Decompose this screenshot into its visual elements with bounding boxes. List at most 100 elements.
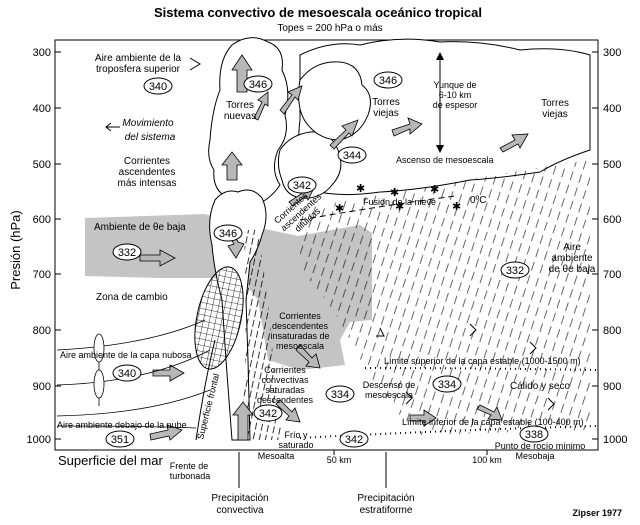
label-capa-nubosa: Aire ambiente de la capa nubosa <box>60 350 192 360</box>
tick-label-right: 500 <box>603 159 621 171</box>
theta-label: 344 <box>343 150 361 162</box>
surface-label: Superficie del mar <box>58 453 163 468</box>
svg-text:✱: ✱ <box>356 183 365 195</box>
label-corrientes-desc: mesoescala <box>276 341 324 351</box>
tick-label-left: 1000 <box>27 434 51 446</box>
diagram-title: Sistema convectivo de mesoescala oceánic… <box>154 5 482 20</box>
label-limite-inferior: Límite inferior de la capa estable (100-… <box>402 417 584 427</box>
label-frente: turbonada <box>170 471 211 481</box>
theta-label: 334 <box>438 379 456 391</box>
theta-label: 342 <box>345 434 363 446</box>
label-aire-theta: ambiente <box>551 253 593 264</box>
tick-100km: 100 km <box>472 455 502 465</box>
label-corrientes-conv: convectivas <box>261 375 309 385</box>
label-corrientes-desc: Corrientes <box>279 311 321 321</box>
label-corrientes-conv: saturadas <box>265 385 305 395</box>
theta-label: 351 <box>111 434 129 446</box>
label-limite-superior: Límite superior de la capa estable (1000… <box>384 356 581 366</box>
svg-text:✱: ✱ <box>452 201 461 213</box>
svg-text:✱: ✱ <box>335 203 344 215</box>
tick-label-left: 600 <box>33 214 51 226</box>
theta-label: 332 <box>118 247 136 259</box>
theta-label: 346 <box>379 75 397 87</box>
snow-symbols: ✱✱✱ ✱✱✱ <box>335 183 461 215</box>
theta-label: 340 <box>118 368 136 380</box>
label-descenso: Descenso de <box>363 380 416 390</box>
label-yunque: Yunque de <box>433 80 476 90</box>
tick-label-left: 500 <box>33 159 51 171</box>
svg-text:✱: ✱ <box>390 187 399 199</box>
label-corrientes-asc: Corrientes <box>124 156 170 167</box>
y-axis-label: Presión (hPa) <box>8 210 23 289</box>
stable-layer-top <box>364 367 597 371</box>
theta-label: 340 <box>149 81 167 93</box>
theta-label: 338 <box>525 429 543 441</box>
tree-symbols <box>93 333 105 406</box>
tick-label-right: 700 <box>603 269 621 281</box>
label-frente: Frente de <box>170 461 209 471</box>
label-torres-viejas-b: Torres <box>541 98 569 109</box>
label-torres-nuevas: Torres <box>226 100 254 111</box>
label-yunque: de espesor <box>433 100 478 110</box>
label-aire-sup: troposfera superior <box>96 64 181 75</box>
diagram-subtitle: Topes = 200 hPa o más <box>277 23 382 34</box>
precip-estratiforme: estratiforme <box>360 505 413 516</box>
label-mesobaja: Mesobaja <box>515 451 554 461</box>
theta-values: 340 346 346 344 342 346 332 332 340 334 … <box>105 71 549 448</box>
label-frio: saturado <box>278 440 313 450</box>
tick-label-right: 1000 <box>603 434 627 446</box>
theta-label: 342 <box>259 408 277 420</box>
label-movimiento: del sistema <box>125 132 176 143</box>
theta-label: 342 <box>293 180 311 192</box>
label-corrientes-asc: ascendentes <box>119 167 176 178</box>
label-frio: Frío y <box>284 430 308 440</box>
tick-label-right: 400 <box>603 103 621 115</box>
tick-label-left: 400 <box>33 103 51 115</box>
label-calido-seco: Cálido y seco <box>510 381 570 392</box>
svg-text:✱: ✱ <box>395 201 404 213</box>
tick-label-left: 700 <box>33 269 51 281</box>
label-mesoalta: Mesoalta <box>258 451 295 461</box>
tick-label-right: 800 <box>603 325 621 337</box>
precip-convectiva: convectiva <box>216 505 264 516</box>
label-corrientes-desc: insaturadas de <box>270 331 329 341</box>
bottom-axis: Superficie del mar 50 km 100 km Mesoalta… <box>55 449 598 481</box>
theta-label: 332 <box>506 265 524 277</box>
label-corrientes-conv: Corrientes <box>264 365 306 375</box>
label-descenso: mesoescala <box>365 390 413 400</box>
precipitation-markers: Precipitación convectiva Precipitación e… <box>211 452 622 518</box>
label-corrientes-asc: más intensas <box>118 178 177 189</box>
old-tower-cloud <box>298 61 371 141</box>
label-aire-theta: de θe baja <box>549 264 596 275</box>
label-superficie-frontal: Superficie frontal <box>195 373 221 441</box>
flow-chevrons <box>105 57 555 411</box>
convective-rain-shaft <box>240 230 282 440</box>
label-debajo-nube: Aire ambiente debajo de la nube <box>57 420 187 430</box>
label-aire-theta: Aire <box>563 242 581 253</box>
anvil-cloud <box>298 38 591 196</box>
label-ambiente-theta: Ambiente de θe baja <box>94 222 186 233</box>
right-axis: 300 400 500 600 700 800 900 1000 <box>592 47 627 446</box>
tick-label-left: 900 <box>33 381 51 393</box>
label-ascenso: Ascenso de mesoescala <box>396 155 494 165</box>
tick-label-right: 600 <box>603 214 621 226</box>
theta-label: 346 <box>249 79 267 91</box>
inflow-streamlines <box>56 319 211 429</box>
label-torres-viejas-b: viejas <box>542 109 568 120</box>
tick-label-right: 900 <box>603 381 621 393</box>
label-cero-c: 0ºC <box>470 195 486 206</box>
label-corrientes-desc: descendentes <box>272 321 329 331</box>
anvil-thickness-arrow <box>436 52 444 153</box>
credit: Zipser 1977 <box>572 508 622 518</box>
label-zona-cambio: Zona de cambio <box>96 292 168 303</box>
label-punto-rocio: Punto de rocío mínimo <box>495 441 586 451</box>
label-torres-viejas: Torres <box>372 97 400 108</box>
label-yunque: 6-10 km <box>439 90 472 100</box>
stratiform-rain <box>300 160 590 435</box>
label-aire-sup: Aire ambiente de la <box>95 53 182 64</box>
left-axis: 300 400 500 600 700 800 900 1000 <box>27 47 61 446</box>
tick-label-left: 800 <box>33 325 51 337</box>
precip-convectiva: Precipitación <box>211 493 268 504</box>
